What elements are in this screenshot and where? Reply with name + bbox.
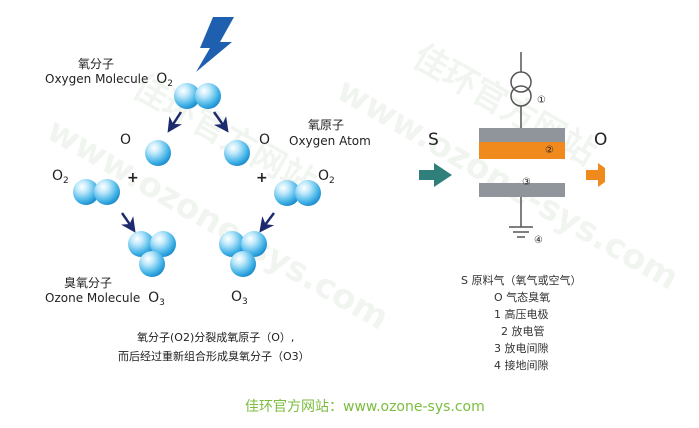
ozone-molecule-label-en: Ozone Molecule O3 — [45, 291, 165, 310]
o2-right-o: O — [318, 168, 330, 184]
oxygen-molecule-label-cn: 氧分子 — [78, 57, 115, 71]
legend-item-gap: 3 放电间隙 — [494, 342, 549, 355]
o2-left-o: O — [52, 168, 64, 184]
o2-right-sub: 2 — [329, 176, 335, 186]
outlet-label: O — [594, 130, 608, 150]
part-number-2: ② — [545, 145, 554, 156]
ozone-molecule-formula-o: O — [148, 290, 160, 306]
reaction-caption-line1: 氧分子(O2)分裂成氧原子（O）, — [137, 331, 295, 344]
oxygen-atom-left — [145, 140, 171, 166]
atom-o-label-left: O — [120, 132, 132, 148]
outlet-arrow-icon — [586, 163, 605, 187]
oxygen-molecule-label-en: Oxygen Molecule O2 — [45, 72, 173, 91]
lightning-bolt-icon — [196, 17, 234, 72]
transformer-coil-top — [510, 71, 532, 93]
oxygen-molecule-en: Oxygen Molecule — [45, 72, 149, 86]
o3-formula-right: O3 — [231, 289, 248, 307]
website-link[interactable]: 佳环官方网站：www.ozone-sys.com — [245, 399, 485, 415]
oxygen-molecule-right — [274, 180, 321, 206]
oxygen-atom-label-en: Oxygen Atom — [289, 134, 371, 148]
legend-item-electrode: 1 高压电极 — [494, 308, 549, 321]
atom-o-label-right: O — [259, 132, 271, 148]
ground-electrode — [479, 183, 565, 197]
discharge-tube — [479, 142, 565, 159]
plus-sign-right: + — [256, 170, 268, 186]
plus-sign-left: + — [127, 170, 139, 186]
ozone-molecule-en: Ozone Molecule — [45, 291, 141, 305]
inlet-label: S — [428, 130, 439, 150]
reaction-caption-line2: 而后经过重新组合形成臭氧分子（O3） — [118, 350, 310, 363]
ozone-molecule-right — [219, 231, 267, 277]
oxygen-molecule-formula: O2 — [156, 71, 173, 89]
o2-formula-left: O2 — [52, 168, 69, 186]
part-number-4: ④ — [534, 235, 543, 246]
transformer-coil-bottom — [510, 85, 532, 107]
part-number-1: ① — [537, 95, 546, 106]
ozone-molecule-formula-sub: 3 — [159, 298, 165, 308]
combine-arrow-right — [259, 212, 275, 233]
ozone-molecule-left — [128, 231, 176, 277]
legend-item-ground: 4 接地间隙 — [494, 359, 549, 372]
high-voltage-electrode — [479, 128, 565, 142]
ozone-molecule-formula: O3 — [148, 290, 165, 308]
o3-right-o: O — [231, 289, 243, 305]
ozone-molecule-label-cn: 臭氧分子 — [64, 276, 113, 290]
oxygen-molecule-top — [174, 83, 221, 109]
part-number-3: ③ — [522, 177, 531, 188]
oxygen-molecule-formula-sub: 2 — [167, 79, 173, 89]
o2-left-sub: 2 — [63, 176, 69, 186]
o3-right-sub: 3 — [242, 297, 248, 307]
legend-item-tube: 2 放电管 — [501, 325, 545, 338]
o2-formula-right: O2 — [318, 168, 335, 186]
legend-item-source: S 原料气（氧气或空气） — [461, 274, 582, 287]
combine-arrow-left — [120, 212, 136, 233]
oxygen-atom-label-cn: 氧原子 — [308, 118, 345, 132]
legend-item-ozone: O 气态臭氧 — [494, 291, 551, 304]
oxygen-molecule-formula-o: O — [156, 71, 168, 87]
inlet-arrow-icon — [419, 163, 452, 187]
split-arrow-right — [212, 111, 229, 133]
oxygen-molecule-left — [73, 179, 120, 205]
oxygen-atom-right — [224, 140, 250, 166]
split-arrow-left — [167, 111, 183, 133]
